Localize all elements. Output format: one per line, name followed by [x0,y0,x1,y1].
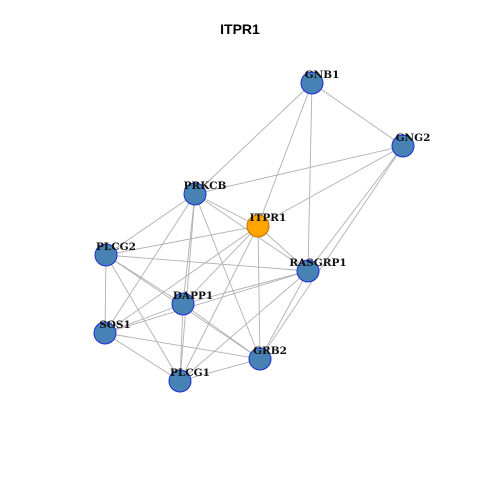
node-label-sos1: SOS1 [99,319,131,331]
edge-prkcb-itpr1 [194,193,259,227]
edge-prkcb-dapp1 [182,193,196,305]
node-label-plcg1: PLCG1 [170,367,210,379]
edge-prkcb-plcg2 [105,193,196,256]
edge-itpr1-plcg1 [179,225,259,382]
edge-rasgrp1-grb2 [259,270,309,360]
node-label-grb2: GRB2 [253,345,287,357]
node-sos1: SOS1 [93,319,131,345]
node-itpr1: ITPR1 [246,212,287,238]
node-label-itpr1: ITPR1 [250,212,287,224]
node-plcg1: PLCG1 [168,367,210,393]
edge-prkcb-grb2 [194,193,261,360]
node-circle-gng2 [391,134,415,158]
edge-itpr1-dapp1 [182,225,259,305]
node-circle-plcg1 [168,369,192,393]
node-gng2: GNG2 [391,132,431,158]
edge-prkcb-plcg1 [179,193,196,382]
edge-plcg2-rasgrp1 [105,254,309,272]
node-circle-plcg2 [94,243,118,267]
edge-gng2-itpr1 [257,145,404,227]
edge-gng2-grb2 [259,145,404,360]
edge-sos1-grb2 [104,332,261,360]
node-circle-dapp1 [171,292,195,316]
node-grb2: GRB2 [248,345,287,371]
node-label-plcg2: PLCG2 [96,241,136,253]
node-label-dapp1: DAPP1 [173,290,213,302]
edge-gnb1-gng2 [311,82,404,147]
node-label-prkcb: PRKCB [184,180,227,192]
node-circle-rasgrp1 [296,259,320,283]
edge-itpr1-grb2 [257,225,261,360]
node-rasgrp1: RASGRP1 [289,257,347,283]
node-label-gnb1: GNB1 [305,69,340,81]
node-circle-sos1 [93,321,117,345]
node-circle-gnb1 [300,71,324,95]
edge-itpr1-plcg2 [105,225,259,256]
edge-prkcb-sos1 [104,193,196,334]
node-label-gng2: GNG2 [396,132,431,144]
node-dapp1: DAPP1 [171,290,213,316]
edge-gnb1-prkcb [194,82,313,195]
edge-plcg2-sos1 [104,254,107,334]
node-plcg2: PLCG2 [94,241,136,267]
edge-gnb1-itpr1 [257,82,313,227]
node-circle-prkcb [183,182,207,206]
node-circle-itpr1 [246,214,270,238]
edge-gng2-prkcb [194,145,404,195]
edge-gnb1-rasgrp1 [307,82,313,272]
edge-dapp1-sos1 [104,303,184,334]
edge-gng2-rasgrp1 [307,145,404,272]
edge-rasgrp1-plcg1 [179,270,309,382]
edge-sos1-plcg1 [104,332,181,382]
edge-itpr1-sos1 [104,225,259,334]
edge-rasgrp1-sos1 [104,270,309,334]
graph-title: ITPR1 [220,21,260,37]
edge-dapp1-plcg1 [179,303,184,382]
node-prkcb: PRKCB [183,180,227,206]
node-circle-grb2 [248,347,272,371]
edge-dapp1-grb2 [182,303,261,360]
node-label-rasgrp1: RASGRP1 [289,257,346,269]
edge-plcg2-plcg1 [105,254,181,382]
node-gnb1: GNB1 [300,69,340,95]
edge-grb2-plcg1 [179,358,261,382]
edge-rasgrp1-dapp1 [182,270,309,305]
